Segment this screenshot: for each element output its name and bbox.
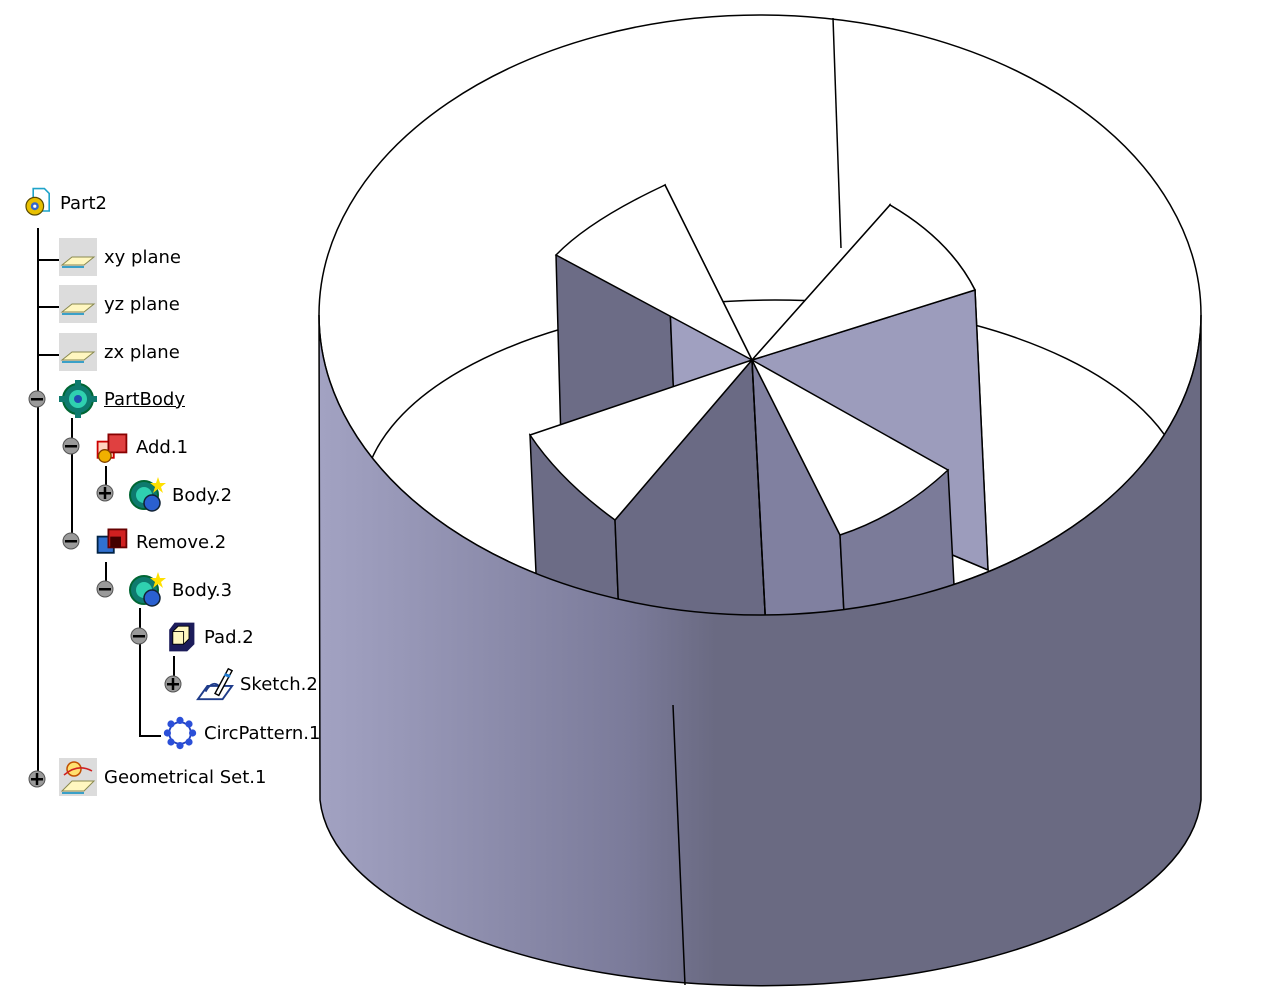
tree-line: [71, 418, 73, 542]
axis-line: [832, 17, 842, 249]
tree-node-yz-plane[interactable]: yz plane: [58, 285, 180, 323]
tree-label: Part2: [60, 192, 107, 214]
plane-icon: [59, 333, 97, 371]
specification-tree: Part2 xy plane yz plane zx plane: [0, 0, 340, 820]
circular-pattern-icon: [163, 716, 197, 750]
boolean-add-icon: [96, 433, 128, 463]
tree-label: Sketch.2: [240, 673, 318, 695]
expand-toggle-body2[interactable]: [96, 484, 114, 502]
body-gear-icon: [129, 477, 166, 512]
tree-label: Body.2: [172, 484, 233, 506]
tree-node-partbody[interactable]: PartBody: [58, 380, 185, 418]
collapse-toggle-partbody[interactable]: [28, 390, 46, 408]
tree-label: yz plane: [104, 293, 180, 315]
tree-line: [37, 259, 59, 261]
tree-label: Pad.2: [204, 626, 254, 648]
geometrical-set-icon: [59, 758, 97, 796]
cylinder-seam: [672, 704, 686, 986]
part-icon: [25, 187, 50, 216]
pad-icon: [169, 622, 195, 652]
tree-line: [37, 228, 39, 780]
tree-line: [139, 735, 161, 737]
tree-label: xy plane: [104, 246, 181, 268]
tree-node-body3[interactable]: Body.3: [126, 572, 233, 607]
tree-node-circpattern1[interactable]: CircPattern.1: [162, 716, 320, 750]
tree-label: CircPattern.1: [204, 722, 321, 744]
tree-label: Body.3: [172, 579, 233, 601]
tree-node-geometrical-set1[interactable]: Geometrical Set.1: [58, 758, 267, 796]
expand-toggle-sketch2[interactable]: [164, 675, 182, 693]
tree-label: PartBody: [104, 388, 185, 410]
tree-node-body2[interactable]: Body.2: [126, 477, 233, 512]
tree-line: [37, 354, 59, 356]
tree-line: [139, 608, 141, 736]
tree-node-sketch2[interactable]: Sketch.2: [196, 667, 318, 701]
tree-label: Geometrical Set.1: [104, 766, 267, 788]
boolean-remove-icon: [96, 528, 128, 554]
collapse-toggle-add1[interactable]: [62, 437, 80, 455]
collapse-toggle-body3[interactable]: [96, 580, 114, 598]
tree-line: [37, 306, 59, 308]
collapse-toggle-pad2[interactable]: [130, 627, 148, 645]
tree-line: [105, 562, 107, 590]
tree-node-remove2[interactable]: Remove.2: [94, 525, 226, 559]
sketch-icon: [196, 667, 234, 701]
tree-line: [105, 466, 107, 494]
hub-line: [751, 359, 768, 651]
collapse-toggle-remove2[interactable]: [62, 532, 80, 550]
tree-node-xy-plane[interactable]: xy plane: [58, 238, 181, 276]
plane-icon: [59, 238, 97, 276]
body-gear-icon: [129, 572, 166, 607]
tree-node-pad2[interactable]: Pad.2: [162, 620, 254, 654]
body-gear-icon: [59, 380, 97, 418]
tree-node-part2[interactable]: Part2: [22, 186, 107, 220]
tree-label: zx plane: [104, 341, 180, 363]
tree-node-add1[interactable]: Add.1: [94, 430, 188, 464]
cylinder-front-wall: [318, 314, 1202, 987]
tree-label: Remove.2: [136, 531, 227, 553]
expand-toggle-geometrical-set1[interactable]: [28, 770, 46, 788]
tree-label: Add.1: [136, 436, 189, 458]
plane-icon: [59, 285, 97, 323]
tree-line: [173, 656, 175, 684]
tree-node-zx-plane[interactable]: zx plane: [58, 333, 180, 371]
